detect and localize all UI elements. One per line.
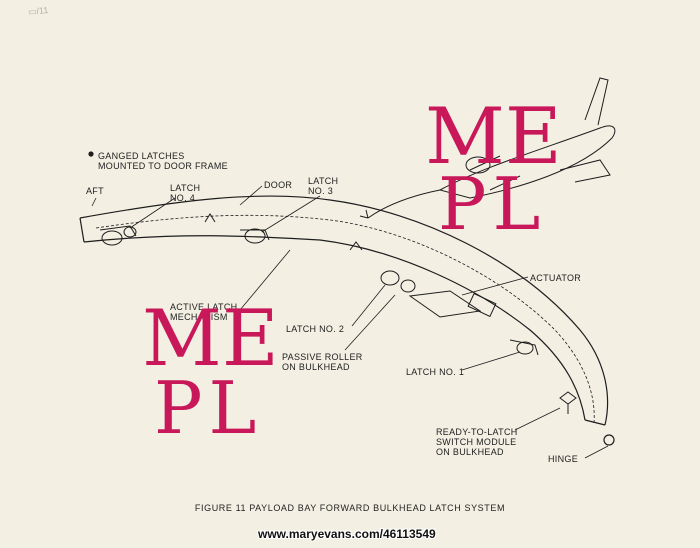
switch-module [559, 391, 577, 414]
hinge-label: HINGE [548, 454, 579, 464]
orbiter-inset [359, 77, 616, 219]
bullet-dot [88, 151, 94, 157]
latch-1-mechanism [509, 339, 539, 356]
active-latch-label: ACTIVE LATCH MECHANISM [170, 302, 238, 322]
watermark-top-line2: PL [438, 162, 547, 246]
latch-4-label: LATCH NO. 4 [170, 183, 201, 203]
corner-scrawl: ▭/11 [27, 4, 49, 18]
latch-3-label: LATCH NO. 3 [308, 176, 339, 196]
watermark-bottom-line2: PL [154, 366, 263, 450]
latch-1-label: LATCH NO. 1 [406, 367, 465, 377]
switch-module-label: READY-TO-LATCH SWITCH MODULE ON BULKHEAD [436, 427, 518, 457]
passive-roller-label: PASSIVE ROLLER ON BULKHEAD [282, 352, 363, 372]
actuator-body [408, 290, 497, 318]
latch-2-label: LATCH NO. 2 [286, 324, 345, 334]
latch-3-mechanism [204, 213, 270, 244]
door-frame-lower [83, 235, 586, 421]
credit-url[interactable]: www.maryevans.com/46113549 [258, 527, 436, 541]
figure-caption: FIGURE 11 PAYLOAD BAY FORWARD BULKHEAD L… [194, 503, 506, 513]
watermark-top-line1: ME [425, 92, 562, 182]
watermark-bottom-line1: ME [142, 294, 279, 384]
door-frame-upper [79, 195, 609, 426]
latch-4-mechanism [99, 225, 137, 246]
aft-label: AFT [86, 186, 104, 196]
actuator-label: ACTUATOR [530, 273, 582, 283]
hinge-symbol [603, 434, 615, 446]
door-label: DOOR [264, 180, 293, 190]
ganged-latches-label: GANGED LATCHES MOUNTED TO DOOR FRAME [98, 151, 228, 171]
latch-2-mechanism [349, 241, 416, 293]
